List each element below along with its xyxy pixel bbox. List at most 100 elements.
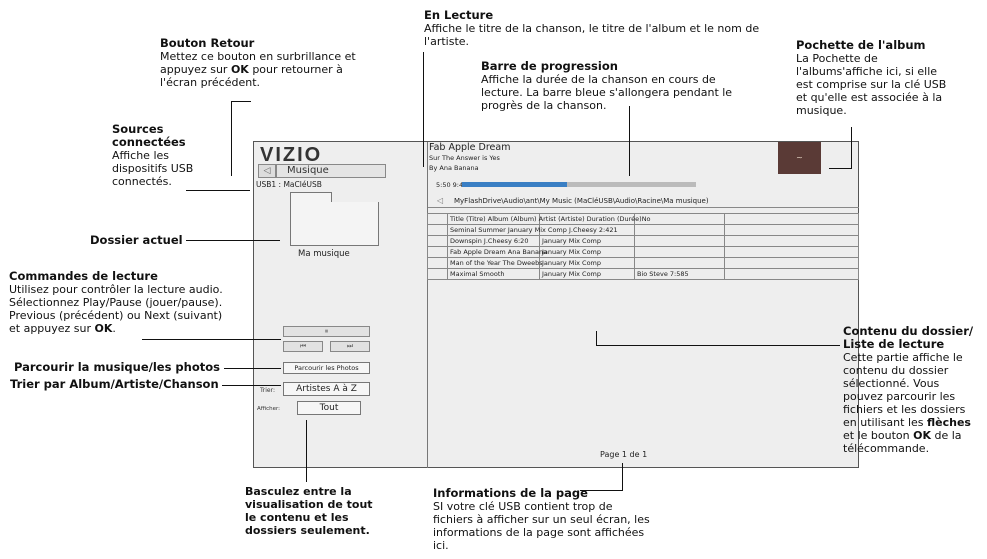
usb-source[interactable]: USB1 : MaCléUSB bbox=[256, 180, 322, 189]
callout-text: pouvez parcourir les bbox=[843, 390, 956, 403]
time-display: 5:50 9:46 bbox=[436, 181, 468, 189]
callout-text: Sélectionnez Play/Pause (jouer/pause). bbox=[9, 296, 223, 309]
album-title: Sur The Answer is Yes bbox=[429, 154, 500, 162]
table-cell bbox=[724, 268, 859, 280]
callout-browse: Parcourir la musique/les photos bbox=[14, 361, 220, 374]
callout-folder-content: Contenu du dossier/ Liste de lecture Cet… bbox=[843, 324, 974, 456]
view-filter-select[interactable]: Tout bbox=[297, 401, 361, 415]
callout-text: l'albums'affiche ici, si elle bbox=[796, 65, 938, 78]
leader-line bbox=[851, 127, 852, 169]
callout-bold: OK bbox=[94, 322, 113, 335]
leader-line bbox=[222, 385, 281, 386]
table-cell bbox=[427, 224, 448, 236]
folder-path: MyFlashDrive\Audio\ant\My Music (MaCléUS… bbox=[454, 197, 709, 205]
callout-text: l'artiste. bbox=[424, 35, 470, 48]
callout-title: Trier par Album/Artiste/Chanson bbox=[10, 377, 219, 391]
callout-text: SI votre clé USB contient trop de bbox=[433, 500, 613, 513]
callout-text: l'écran précédent. bbox=[160, 76, 261, 89]
callout-text: Mettez ce bouton en surbrillance et bbox=[160, 50, 356, 63]
table-cell bbox=[724, 246, 859, 258]
table-cell bbox=[427, 246, 448, 258]
table-cell: January Mix Comp bbox=[539, 235, 635, 247]
table-cell bbox=[634, 224, 725, 236]
leader-line bbox=[423, 52, 424, 167]
callout-title: Contenu du dossier/ bbox=[843, 324, 974, 338]
previous-button[interactable]: ⏮ bbox=[283, 341, 323, 352]
callout-bold: Basculez entre la bbox=[245, 485, 352, 498]
page-info: Page 1 de 1 bbox=[600, 450, 648, 459]
leader-line bbox=[231, 101, 232, 176]
table-cell bbox=[724, 213, 859, 225]
album-cover-image: ~ bbox=[778, 142, 821, 174]
table-cell: Seminal Summer January Mix Comp J.Cheesy… bbox=[447, 224, 618, 236]
leader-line bbox=[596, 331, 597, 345]
callout-title: connectées bbox=[112, 135, 186, 149]
callout-back-button: Bouton Retour Mettez ce bouton en surbri… bbox=[160, 37, 356, 90]
tv-screen: VIZIO ◁ Musique USB1 : MaCléUSB Ma musiq… bbox=[253, 141, 859, 468]
callout-text: Cette partie affiche le bbox=[843, 351, 963, 364]
table-row[interactable]: Seminal Summer January Mix Comp J.Cheesy… bbox=[427, 224, 859, 236]
folder-icon-tab bbox=[290, 192, 332, 203]
callout-bold: dossiers seulement. bbox=[245, 524, 370, 537]
next-button[interactable]: ⏭ bbox=[330, 341, 370, 352]
callout-bold: OK bbox=[913, 429, 931, 442]
callout-text: Previous (précédent) ou Next (suivant) bbox=[9, 309, 223, 322]
leader-line bbox=[629, 106, 630, 176]
callout-text: Affiche la durée de la chanson en cours … bbox=[481, 73, 716, 86]
play-pause-button[interactable]: ⏸ bbox=[283, 326, 370, 337]
callout-text: Affiche les bbox=[112, 149, 169, 162]
callout-title: Sources bbox=[112, 122, 164, 136]
callout-bold: visualisation de tout bbox=[245, 498, 373, 511]
folder-icon[interactable] bbox=[290, 202, 379, 246]
callout-text: contenu du dossier bbox=[843, 364, 949, 377]
callout-playback: Commandes de lecture Utilisez pour contr… bbox=[9, 269, 223, 336]
leader-line bbox=[186, 190, 250, 191]
table-cell bbox=[724, 235, 859, 247]
callout-text: musique. bbox=[796, 104, 847, 117]
view-label: Afficher: bbox=[257, 406, 280, 412]
path-back-icon[interactable]: ◁ bbox=[437, 196, 444, 205]
callout-text: et appuyez sur bbox=[9, 322, 95, 335]
callout-text: pour retourner à bbox=[248, 63, 343, 76]
callout-text: est comprise sur la clé USB bbox=[796, 78, 947, 91]
table-cell bbox=[724, 224, 859, 236]
table-cell bbox=[427, 268, 448, 280]
table-cell: Fab Apple Dream Ana Banana bbox=[447, 246, 547, 258]
callout-text: télécommande. bbox=[843, 442, 930, 455]
table-cell: Bio Steve 7:585 bbox=[634, 268, 725, 280]
leader-line bbox=[580, 490, 623, 491]
song-title: Fab Apple Dream bbox=[429, 142, 511, 153]
back-button[interactable]: ◁ bbox=[258, 164, 276, 178]
callout-text: . bbox=[112, 322, 116, 335]
table-cell bbox=[634, 257, 725, 269]
table-row[interactable]: Title (Titre) Album (Album) Artist (Arti… bbox=[427, 213, 859, 225]
callout-title: Liste de lecture bbox=[843, 337, 945, 351]
browse-photos-button[interactable]: Parcourir les Photos bbox=[283, 362, 370, 374]
callout-title: Dossier actuel bbox=[90, 233, 183, 247]
callout-album-cover: Pochette de l'album La Pochette de l'alb… bbox=[796, 39, 947, 118]
artist-name: By Ana Banana bbox=[429, 164, 479, 172]
callout-text: et qu'elle est associée à la bbox=[796, 91, 943, 104]
callout-title: Commandes de lecture bbox=[9, 269, 158, 283]
callout-text: appuyez sur bbox=[160, 63, 231, 76]
callout-bold: le contenu et les bbox=[245, 511, 349, 524]
leader-line bbox=[224, 368, 281, 369]
callout-text: ici. bbox=[433, 539, 449, 552]
sort-select[interactable]: Artistes A à Z bbox=[283, 382, 370, 396]
callout-text: progrès de la chanson. bbox=[481, 99, 607, 112]
table-cell bbox=[634, 246, 725, 258]
leader-line bbox=[142, 339, 281, 340]
callout-text: fichiers à afficher sur un seul écran, l… bbox=[433, 513, 650, 526]
leader-line bbox=[829, 168, 851, 169]
callout-title: Informations de la page bbox=[433, 486, 588, 500]
table-cell: Maximal Smooth bbox=[447, 268, 540, 280]
callout-title: Parcourir la musique/les photos bbox=[14, 360, 220, 374]
callout-sort: Trier par Album/Artiste/Chanson bbox=[10, 378, 219, 391]
callout-text: informations de la page sont affichées bbox=[433, 526, 645, 539]
sort-label: Trier: bbox=[260, 387, 275, 394]
callout-sources: Sources connectées Affiche les dispositi… bbox=[112, 122, 193, 189]
